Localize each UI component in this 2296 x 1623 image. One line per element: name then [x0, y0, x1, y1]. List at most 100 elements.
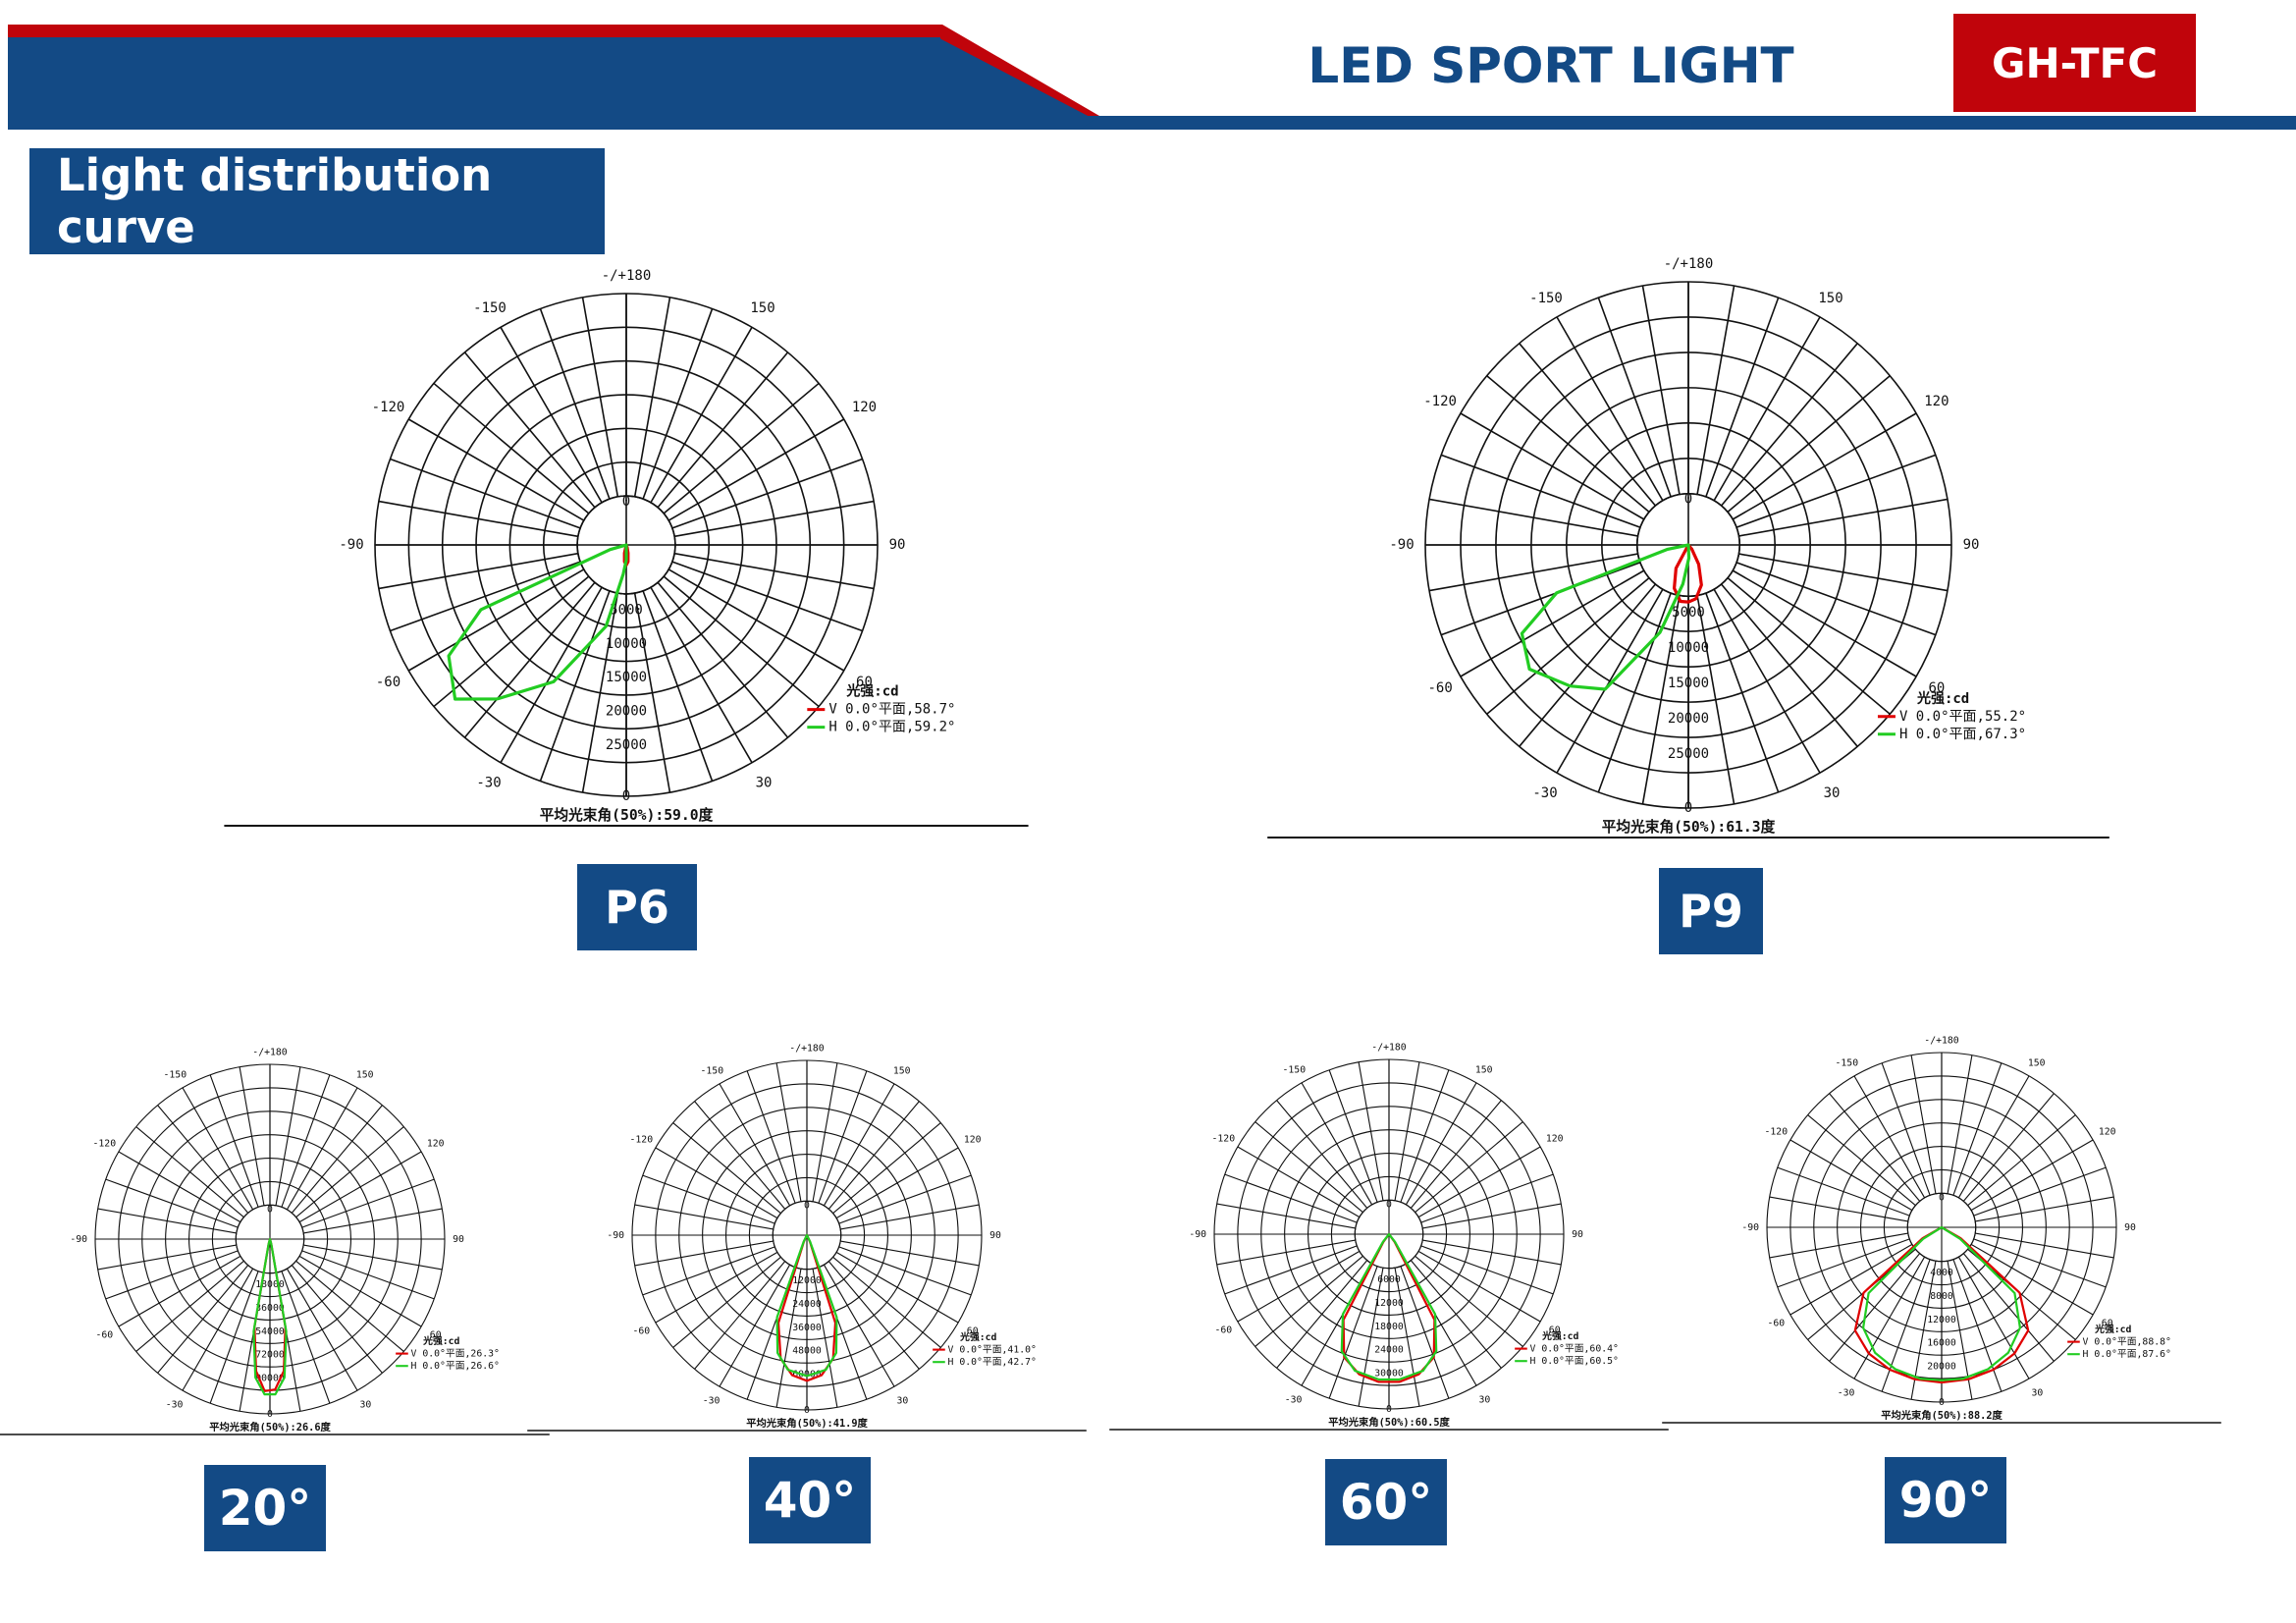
grid-spoke: [581, 297, 619, 497]
grid-spoke: [301, 1250, 435, 1300]
grid-spoke: [812, 1062, 838, 1202]
grid-spoke: [135, 1126, 244, 1218]
grid-ring: [187, 1157, 352, 1322]
legend-title: 光强:cd: [2094, 1323, 2131, 1335]
grid-spoke: [1881, 1259, 1931, 1392]
grid-spoke: [1597, 297, 1672, 498]
grid-spoke: [1255, 1121, 1363, 1214]
bottom-zero-label: 0: [622, 788, 630, 804]
grid-spoke: [433, 575, 590, 708]
grid-spoke: [1410, 1260, 1502, 1369]
grid-ring: [1237, 1082, 1541, 1386]
grid-spoke: [840, 1204, 980, 1230]
grid-spoke: [378, 500, 578, 538]
grid-spoke: [239, 1272, 265, 1412]
grid-spoke: [840, 1240, 980, 1267]
grid-spoke: [1405, 1263, 1477, 1386]
legend-entry: V 0.0°平面,26.3°: [411, 1348, 500, 1359]
ring-value-label: 10000: [1668, 640, 1709, 656]
bottom-zero-label: 0: [804, 1405, 810, 1416]
grid-spoke: [97, 1208, 237, 1234]
angle-label: 150: [1818, 291, 1842, 306]
grid-spoke: [655, 1147, 778, 1219]
grid-spoke: [1910, 1055, 1937, 1194]
grid-ring: [94, 1063, 446, 1415]
grid-spoke: [1696, 595, 1735, 805]
curve-H: [252, 1237, 288, 1396]
angle-label: 90: [989, 1230, 1001, 1241]
ring-value-label: 6000: [1377, 1274, 1401, 1285]
grid-spoke: [650, 586, 753, 764]
angle-label: 150: [2028, 1058, 2046, 1069]
grid-ring: [1330, 1175, 1448, 1293]
grid-spoke: [1952, 1259, 2002, 1392]
grid-ring-inner: [1906, 1192, 1977, 1263]
grid-spoke: [1420, 1245, 1554, 1295]
angle-label: 30: [897, 1396, 909, 1407]
model-label-20deg: 20°: [204, 1465, 326, 1551]
grid-spoke: [291, 1105, 383, 1214]
angle-label: -30: [1532, 785, 1557, 801]
ring-value-label: 72000: [255, 1350, 285, 1361]
legend-entry: V 0.0°平面,55.2°: [1899, 709, 2026, 725]
angle-label: -/+180: [602, 268, 652, 284]
grid-ring: [724, 1153, 889, 1318]
grid-spoke: [1394, 1061, 1420, 1201]
angle-label: -120: [1423, 394, 1457, 409]
angle-label: -120: [372, 400, 405, 415]
grid-spoke: [1705, 592, 1780, 793]
grid-spoke: [1486, 375, 1650, 514]
legend-entry: V 0.0°平面,58.7°: [828, 702, 955, 718]
grid-spoke: [1428, 553, 1638, 592]
angle-label: -/+180: [789, 1043, 824, 1054]
beam-angle-text: 平均光束角(50%):61.3度: [1602, 818, 1776, 836]
grid-spoke: [1224, 1173, 1358, 1223]
angle-label: -30: [476, 775, 501, 790]
grid-spoke: [642, 1174, 775, 1224]
ring-value-label: 36000: [255, 1303, 285, 1314]
curve-H: [1340, 1232, 1438, 1381]
grid-spoke: [671, 458, 863, 529]
grid-spoke: [657, 352, 789, 509]
grid-spoke: [1301, 1082, 1373, 1206]
grid-spoke: [1519, 583, 1657, 747]
grid-spoke: [1440, 562, 1641, 636]
grid-ring: [1460, 316, 1917, 774]
angle-label: -90: [339, 537, 363, 553]
angle-label: -/+180: [1371, 1042, 1406, 1053]
grid-ring: [542, 460, 711, 629]
curve-V: [1673, 543, 1703, 604]
grid-spoke: [1853, 1256, 1926, 1380]
grid-spoke: [746, 1070, 796, 1204]
section-title: Light distribution curve: [29, 148, 605, 254]
legend-entry: H 0.0°平面,59.2°: [828, 720, 955, 735]
grid-ring: [1635, 492, 1741, 598]
curve-V: [622, 543, 630, 568]
grid-spoke: [1400, 1069, 1450, 1203]
grid-spoke: [655, 1251, 778, 1324]
model-label-90deg: 90°: [1885, 1457, 2006, 1543]
grid-spoke: [672, 1256, 781, 1348]
grid-ring: [702, 1130, 912, 1340]
angle-label: 60: [856, 675, 873, 690]
grid-spoke: [1967, 1114, 2076, 1207]
angle-label: -90: [1189, 1229, 1206, 1240]
grid-spoke: [1881, 1062, 1931, 1196]
center-zero-label: 0: [267, 1204, 273, 1215]
angle-label: -60: [1427, 680, 1452, 696]
grid-spoke: [634, 1240, 774, 1267]
grid-spoke: [407, 568, 585, 672]
ring-value-label: 12000: [792, 1275, 822, 1286]
grid-spoke: [1597, 592, 1672, 793]
grid-spoke: [135, 1260, 244, 1352]
angle-label: -60: [632, 1325, 650, 1336]
grid-spoke: [1641, 595, 1681, 805]
legend-entry: V 0.0°平面,88.8°: [2083, 1336, 2171, 1347]
grid-spoke: [539, 590, 611, 782]
angle-label: 150: [750, 300, 774, 316]
angle-label: -30: [1838, 1388, 1855, 1399]
legend-entry: V 0.0°平面,41.0°: [948, 1344, 1037, 1355]
grid-spoke: [672, 1122, 781, 1215]
grid-spoke: [1975, 1196, 2114, 1222]
grid-spoke: [838, 1246, 972, 1296]
